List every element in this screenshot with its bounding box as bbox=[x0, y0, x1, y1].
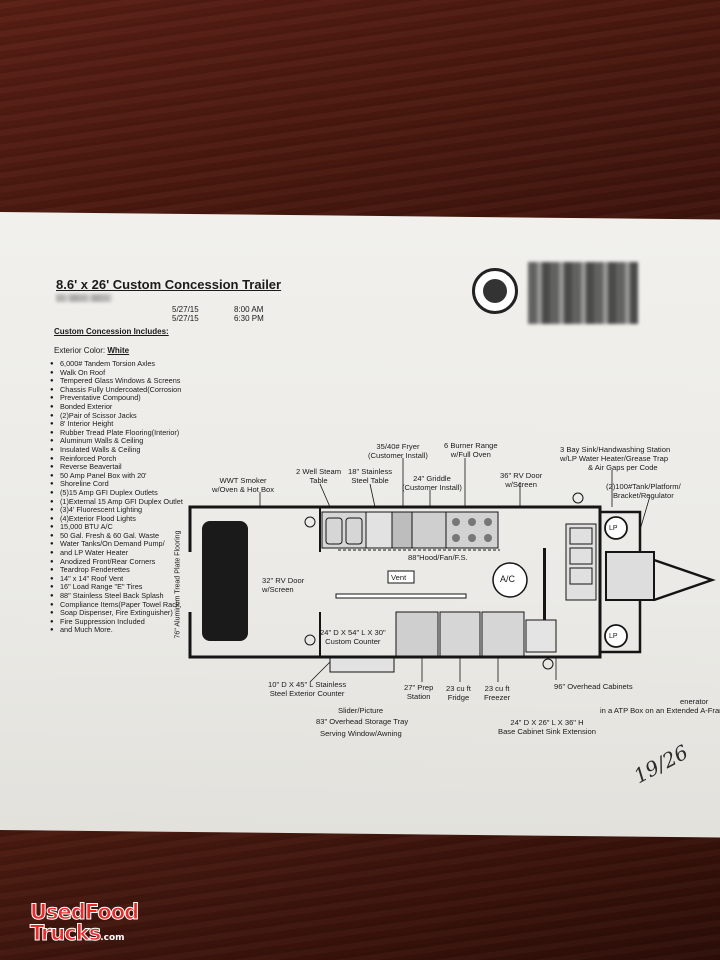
light-fixture bbox=[572, 492, 584, 504]
date-1: 5/27/15 bbox=[172, 305, 199, 314]
company-logo-icon bbox=[472, 268, 518, 314]
three-bay-sink bbox=[565, 523, 597, 601]
feature-item: Soap Dispenser, Fire Extinguisher) bbox=[50, 609, 220, 618]
redacted-text bbox=[56, 294, 112, 302]
feature-item: Aluminum Walls & Ceiling bbox=[50, 437, 220, 446]
feature-item: Water Tanks/On Demand Pump/ bbox=[50, 540, 220, 549]
lp-tank-2 bbox=[604, 624, 628, 648]
document-title: 8.6' x 26' Custom Concession Trailer bbox=[56, 277, 282, 292]
feature-item: Reinforced Porch bbox=[50, 454, 220, 464]
feature-item: (1)External 15 Amp GFI Duplex Outlet bbox=[50, 497, 220, 507]
feature-item: 8' Interior Height bbox=[50, 420, 220, 429]
ac-unit bbox=[492, 562, 528, 598]
rv-door-panel bbox=[543, 548, 546, 620]
feature-item: Rubber Tread Plate Flooring(Interior) bbox=[50, 428, 220, 438]
feature-item: 50 Gal. Fresh & 60 Gal. Waste bbox=[50, 531, 220, 541]
feature-list: 6,000# Tandem Torsion AxlesWalk On RoofT… bbox=[50, 359, 220, 635]
freezer bbox=[481, 611, 525, 657]
feature-item: 16" Load Range "E" Tires bbox=[50, 583, 220, 592]
feature-item: Tempered Glass Windows & Screens bbox=[50, 377, 220, 386]
front-section bbox=[560, 505, 602, 659]
range bbox=[445, 511, 499, 549]
feature-item: Chassis Fully Undercoated(Corrosion bbox=[50, 385, 220, 395]
prep-station bbox=[395, 611, 439, 657]
redacted-company-name bbox=[528, 262, 638, 324]
hand-sink bbox=[525, 619, 557, 653]
feature-item: Anodized Front/Rear Corners bbox=[50, 557, 220, 567]
feature-item: (3)4' Fluorescent Lighting bbox=[50, 505, 220, 515]
includes-heading: Custom Concession Includes: bbox=[54, 327, 169, 336]
feature-item: Preventative Compound) bbox=[50, 394, 220, 403]
time-1: 8:00 AM bbox=[234, 305, 264, 314]
fridge bbox=[439, 611, 481, 657]
feature-item: 50 Amp Panel Box with 20' bbox=[50, 471, 220, 481]
label-serving-window: Serving Window/Awning bbox=[320, 729, 402, 738]
feature-item: (2)Pair of Scissor Jacks bbox=[50, 411, 220, 421]
label-slider: Slider/Picture bbox=[338, 706, 384, 715]
label-fryer: 35/40# Fryer(Customer Install) bbox=[368, 442, 428, 460]
feature-item: Reverse Beavertail bbox=[50, 463, 220, 472]
time-2: 6:30 PM bbox=[234, 314, 264, 323]
feature-item: Shoreline Cord bbox=[50, 480, 220, 489]
exterior-color: Exterior Color: White bbox=[54, 346, 130, 355]
feature-item: 6,000# Tandem Torsion Axles bbox=[50, 359, 220, 369]
label-vent: Vent bbox=[391, 573, 407, 582]
light-fixture bbox=[542, 658, 554, 670]
light-fixture bbox=[304, 634, 316, 646]
feature-item: and Much More. bbox=[50, 626, 220, 635]
feature-item: Fire Suppression Included bbox=[50, 617, 220, 627]
label-lp-1: LP bbox=[609, 525, 618, 532]
feature-item: Compliance Items(Paper Towel Rack, bbox=[50, 600, 220, 610]
feature-item: and LP Water Heater bbox=[50, 548, 220, 558]
feature-item: 14" x 14" Roof Vent bbox=[50, 574, 220, 584]
serving-window bbox=[329, 657, 395, 673]
feature-item: Teardrop Fenderettes bbox=[50, 566, 220, 575]
prep-shelf bbox=[335, 593, 467, 599]
feature-item: 88" Stainless Steel Back Splash bbox=[50, 591, 220, 601]
generator-box bbox=[605, 551, 655, 601]
label-storage-tray: 83" Overhead Storage Tray bbox=[316, 717, 409, 726]
fryer bbox=[391, 511, 413, 549]
stainless-table bbox=[365, 511, 393, 549]
roof-vent bbox=[387, 570, 415, 584]
label-hood: 88"Hood/Fan/F.S. bbox=[408, 553, 468, 562]
label-ac: A/C bbox=[500, 574, 516, 584]
watermark-logo: UsedFood Trucks.com bbox=[29, 900, 139, 945]
feature-item: (5)15 Amp GFI Duplex Outlets bbox=[50, 488, 220, 498]
date-2: 5/27/15 bbox=[172, 314, 199, 323]
label-custom-counter: 24" D X 54" L X 30"Custom Counter bbox=[320, 628, 386, 646]
light-fixture bbox=[304, 516, 316, 528]
lp-tank-1 bbox=[604, 516, 628, 540]
griddle bbox=[411, 511, 447, 549]
label-overhead-cabinets: 96" Overhead Cabinets bbox=[554, 682, 633, 691]
label-griddle: 24" Griddle(Customer Install) bbox=[402, 474, 462, 492]
feature-item: Insulated Walls & Ceiling bbox=[50, 445, 220, 455]
steam-table bbox=[321, 511, 367, 549]
feature-item: (4)Exterior Flood Lights bbox=[50, 514, 220, 524]
feature-item: Walk On Roof bbox=[50, 368, 220, 378]
label-tank: (2)100#Tank/Platform/Bracket/Regulator bbox=[606, 482, 681, 500]
label-lp-2: LP bbox=[609, 633, 618, 640]
smoker-unit bbox=[202, 521, 248, 641]
feature-item: 15,000 BTU A/C bbox=[50, 523, 220, 532]
a-frame bbox=[653, 558, 716, 602]
label-floor: 76" Aluminum Tread Plate Flooring bbox=[174, 530, 182, 639]
feature-item: Bonded Exterior bbox=[50, 402, 220, 412]
